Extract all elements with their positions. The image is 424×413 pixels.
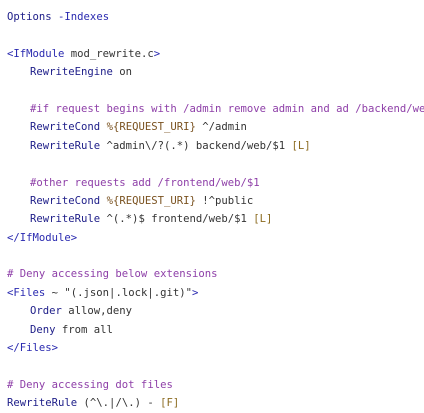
code-token: -Indexes bbox=[58, 11, 110, 23]
code-line: </Files> bbox=[7, 339, 424, 357]
code-line: RewriteCond %{REQUEST_URI} ^/admin bbox=[7, 118, 424, 136]
code-line: # Deny accessing dot files bbox=[7, 376, 424, 394]
code-token: # Deny accessing below extensions bbox=[7, 268, 218, 281]
code-token: Order bbox=[30, 305, 62, 318]
code-line: RewriteCond %{REQUEST_URI} !^public bbox=[7, 192, 424, 210]
code-token: <Files bbox=[7, 286, 46, 299]
code-line: Order allow,deny bbox=[7, 302, 424, 320]
code-token: ^/admin bbox=[195, 121, 247, 134]
code-token: #if request begins with /admin remove ad… bbox=[30, 102, 424, 115]
code-token: from all bbox=[55, 323, 113, 336]
code-token: > bbox=[153, 47, 161, 60]
code-token: on bbox=[112, 66, 133, 79]
code-token: mod_rewrite.c bbox=[64, 47, 154, 60]
code-token: RewriteEngine bbox=[30, 66, 113, 79]
code-token: (^\.|/\.) - bbox=[77, 397, 161, 410]
code-token: !^public bbox=[195, 194, 254, 207]
code-view: Options -Indexes<IfModule mod_rewrite.c>… bbox=[7, 8, 424, 413]
code-token: allow,deny bbox=[61, 305, 133, 318]
code-token: Options bbox=[7, 11, 52, 23]
code-line bbox=[7, 247, 424, 265]
code-line: # Deny accessing below extensions bbox=[7, 265, 424, 283]
code-line: RewriteRule (^\.|/\.) - [F] bbox=[7, 394, 424, 412]
code-line: Deny from all bbox=[7, 321, 424, 339]
code-token: %{REQUEST_URI} bbox=[106, 194, 196, 207]
code-token: RewriteRule bbox=[7, 397, 78, 410]
code-line: RewriteRule ^admin\/?(.*) backend/web/$1… bbox=[7, 137, 424, 155]
code-token: ^(.*)$ frontend/web/$1 bbox=[100, 213, 254, 226]
code-line: Options -Indexes bbox=[7, 8, 424, 26]
code-line: #if request begins with /admin remove ad… bbox=[7, 100, 424, 118]
code-token: RewriteRule bbox=[30, 213, 101, 226]
code-token: <IfModule bbox=[7, 47, 65, 60]
code-line bbox=[7, 357, 424, 375]
code-line: RewriteEngine on bbox=[7, 63, 424, 81]
code-line bbox=[7, 155, 424, 173]
code-line: <Files ~ "(.json|.lock|.git)"> bbox=[7, 284, 424, 302]
code-token: [L] bbox=[291, 139, 311, 152]
code-token: RewriteCond bbox=[30, 194, 101, 207]
code-token: </Files> bbox=[7, 342, 59, 355]
code-token: > bbox=[191, 286, 199, 299]
code-line bbox=[7, 26, 424, 44]
code-line: RewriteRule ^(.*)$ frontend/web/$1 [L] bbox=[7, 210, 424, 228]
code-token: [F] bbox=[160, 397, 180, 410]
code-token: [L] bbox=[253, 213, 273, 226]
code-token: RewriteRule bbox=[30, 139, 101, 152]
code-token: </IfModule> bbox=[7, 231, 78, 244]
code-token: RewriteCond bbox=[30, 121, 101, 134]
code-line: </IfModule> bbox=[7, 229, 424, 247]
code-token: Deny bbox=[30, 323, 56, 336]
code-token: %{REQUEST_URI} bbox=[106, 121, 196, 134]
code-line bbox=[7, 82, 424, 100]
code-token: ~ "(.json|.lock|.git)" bbox=[45, 286, 192, 299]
code-line: #other requests add /frontend/web/$1 bbox=[7, 174, 424, 192]
code-token: ^admin\/?(.*) backend/web/$1 bbox=[100, 139, 292, 152]
code-token: # Deny accessing dot files bbox=[7, 378, 173, 391]
code-line: <IfModule mod_rewrite.c> bbox=[7, 45, 424, 63]
code-token: #other requests add /frontend/web/$1 bbox=[30, 176, 260, 189]
